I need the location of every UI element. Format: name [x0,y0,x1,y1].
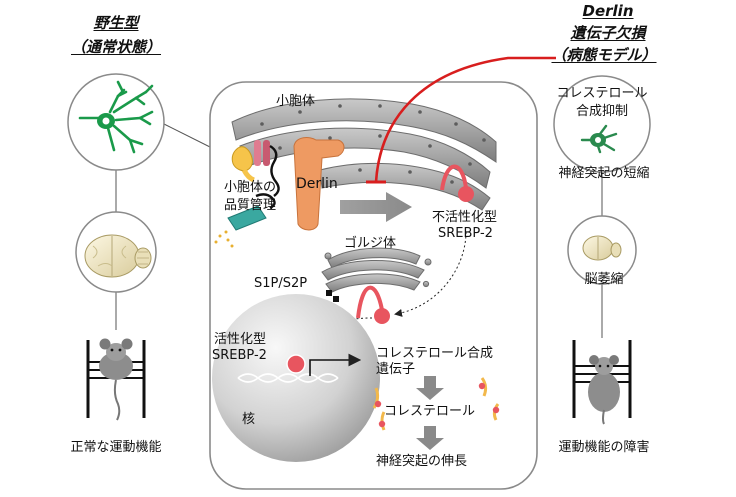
cholesterol-icon [378,411,386,431]
derlin-protein [293,137,345,231]
cholesterol-icon [372,387,382,409]
right-column [553,75,651,425]
down-arrow-2 [416,426,444,450]
active-srebp2-line1: 活性化型 [214,332,267,347]
cholesterol-label: コレステロール [384,404,476,419]
neurite-shortening-caption: 神経突起の短縮 [558,166,650,181]
cholesterol-icon [492,403,500,421]
s1p-s2p-label: S1P/S2P [254,276,308,291]
nucleus [212,294,380,462]
connector-line [163,123,217,151]
derlin-deficient-title: 遺伝子欠損 [570,24,646,42]
dotted-arrow-er-to-golgi [394,231,467,317]
gene-activation-arrow [309,353,362,376]
transport-arrow [340,192,412,222]
neuron-bubble [67,73,165,171]
active-srebp2-line2: SREBP-2 [212,348,267,363]
left-column [67,73,217,421]
brain-atrophy-caption: 脳萎縮 [584,272,624,287]
normal-motor-caption: 正常な運動機能 [70,440,162,455]
golgi-apparatus [321,247,432,293]
neuron-bubble-mutant [553,75,651,173]
neuron-nucleus [102,117,110,125]
cell-panel [209,56,556,490]
neuron-icon-wildtype [78,80,154,154]
cholesterol-suppression-line2: 合成抑制 [575,104,629,119]
neuron-icon-shortened [580,124,618,154]
derlin-label: Derlin [296,176,338,192]
derlin-deficiency-inhibition-line [374,56,556,183]
srebp2-active-icon [286,354,306,374]
derlin-title: Derlin [582,2,634,20]
disease-model-subtitle: （病態モデル） [551,46,657,64]
brain-icon-normal [84,234,152,278]
dna-helix-icon [237,373,339,383]
er-label: 小胞体 [276,94,316,109]
srebp2-golgi-icon [356,285,390,324]
neuron-nucleus-mutant [595,137,601,143]
inactive-srebp2-line2: SREBP-2 [438,226,493,241]
neurite-elongation-label: 神経突起の伸長 [376,454,468,469]
cholesterol-suppression-line1: コレステロール [556,86,648,101]
mouse-on-ladder-impaired [572,340,632,425]
inactive-srebp2-line1: 不活性化型 [432,210,498,225]
brain-icon-atrophied [582,235,622,261]
nucleus-label: 核 [242,412,256,427]
wildtype-subtitle: （通常状態） [70,38,162,56]
golgi-label: ゴルジ体 [344,236,397,251]
er-quality-control-label-line2: 品質管理 [224,198,277,213]
srebp2-inactive-icon [440,164,474,202]
cholesterol-icon [478,377,488,397]
wildtype-title: 野生型 [93,14,139,32]
er-quality-control-complex [214,140,280,248]
mouse-on-ladder-normal [86,338,146,421]
cholesterol-synthesis-gene-line2: 遺伝子 [376,362,416,377]
motor-impairment-caption: 運動機能の障害 [558,440,650,455]
cholesterol-synthesis-gene-line1: コレステロール合成 [376,346,494,361]
er-quality-control-label-line1: 小胞体の [224,180,277,195]
down-arrow-1 [416,376,444,400]
